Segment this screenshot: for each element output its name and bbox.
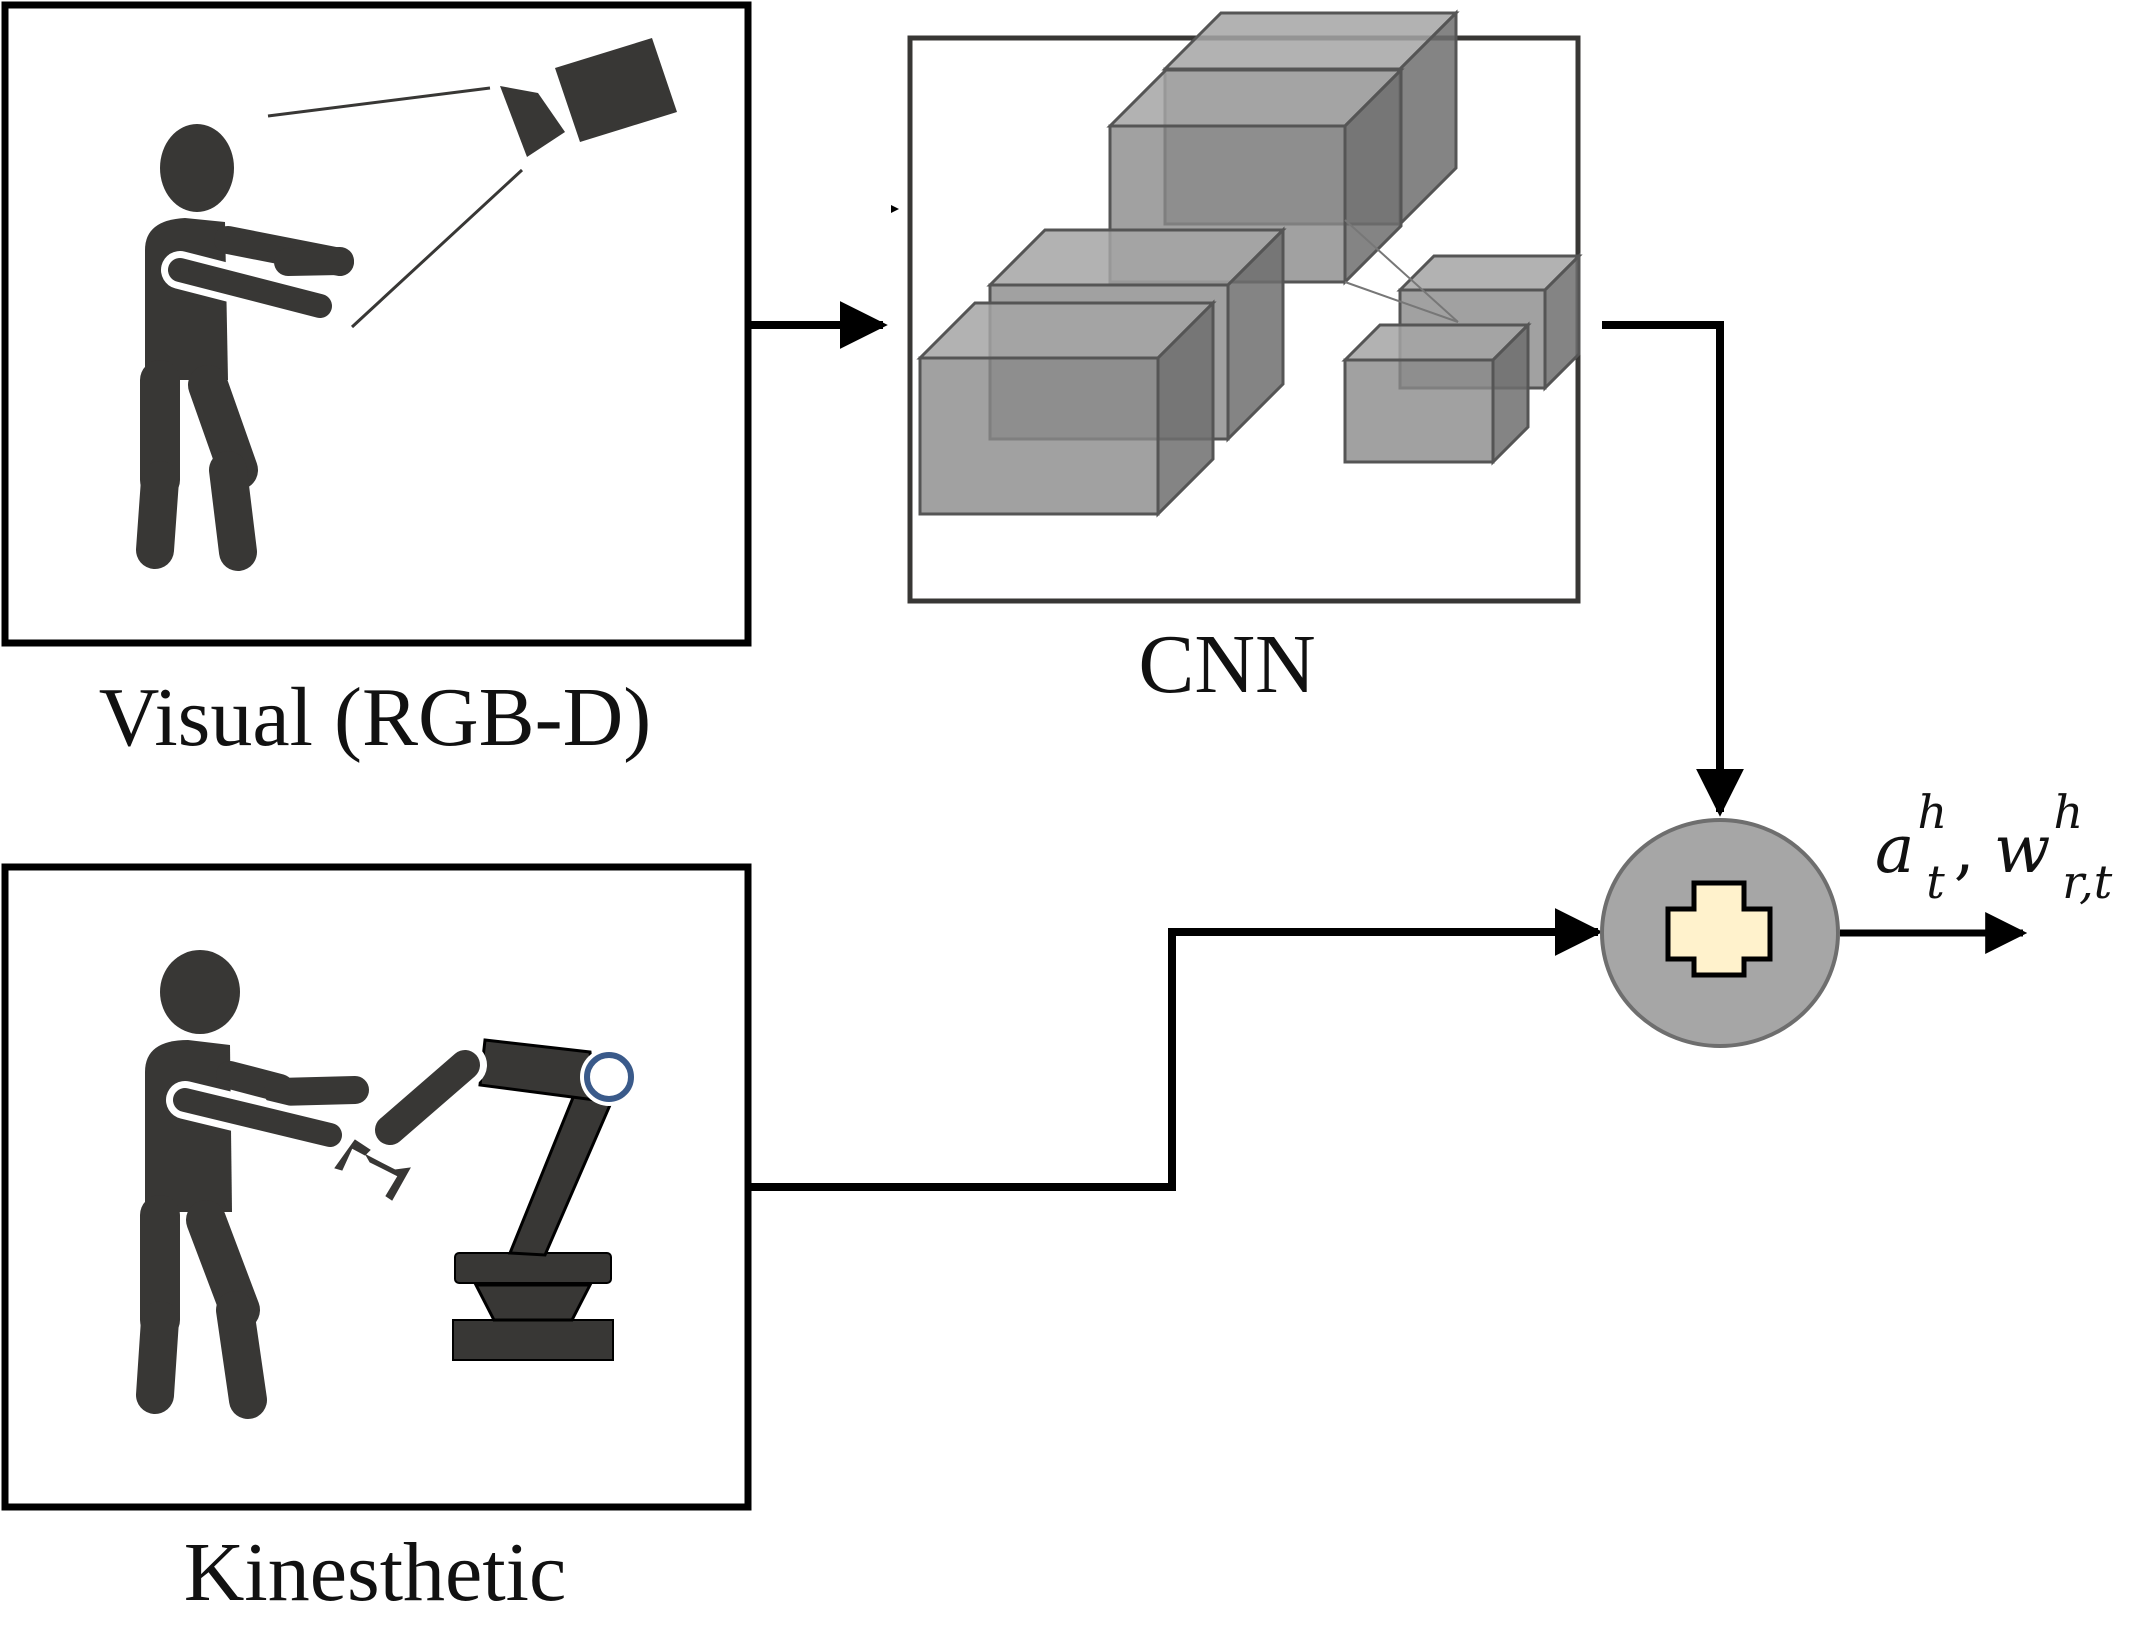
visual-panel: Visual (RGB-D) <box>1 1 752 764</box>
robot-joint-icon <box>584 1052 634 1102</box>
output-a: a <box>1875 811 1914 888</box>
output-a-sup: h <box>1917 785 1947 839</box>
output-label: a h t , w h r,t <box>1875 785 2113 909</box>
output-w: w <box>1994 811 2051 888</box>
camera-icon <box>267 38 677 329</box>
kinesthetic-label: Kinesthetic <box>184 1526 567 1619</box>
output-w-sub: r,t <box>2062 855 2113 909</box>
kinesthetic-panel: Kinesthetic <box>1 863 752 1619</box>
kinesthetic-panel-frame <box>1 863 752 1511</box>
arrow-cnn-to-fusion <box>1602 321 1744 817</box>
robot-arm-icon <box>334 1038 638 1361</box>
output-w-sup: h <box>2053 785 2083 839</box>
cnn-cube-4 <box>916 299 1217 518</box>
human-operator-icon <box>136 950 369 1419</box>
gripper-icon <box>334 1139 411 1201</box>
fusion-node <box>1600 818 1840 1048</box>
cnn-panel: CNN <box>891 9 1583 711</box>
human-demonstrator-icon <box>136 124 354 571</box>
cnn-cube-6 <box>1341 321 1532 466</box>
visual-label: Visual (RGB-D) <box>99 671 652 764</box>
cnn-label: CNN <box>1138 618 1315 711</box>
output-a-sub: t <box>1926 855 1945 909</box>
plus-icon <box>1665 880 1773 978</box>
cnn-layer-cubes <box>916 9 1583 518</box>
cnn-connection-lines <box>1344 219 1459 323</box>
output-separator: , <box>1954 811 1975 888</box>
cnn-small-marker <box>891 205 899 213</box>
arrow-kinesthetic-to-fusion <box>750 908 1603 1191</box>
